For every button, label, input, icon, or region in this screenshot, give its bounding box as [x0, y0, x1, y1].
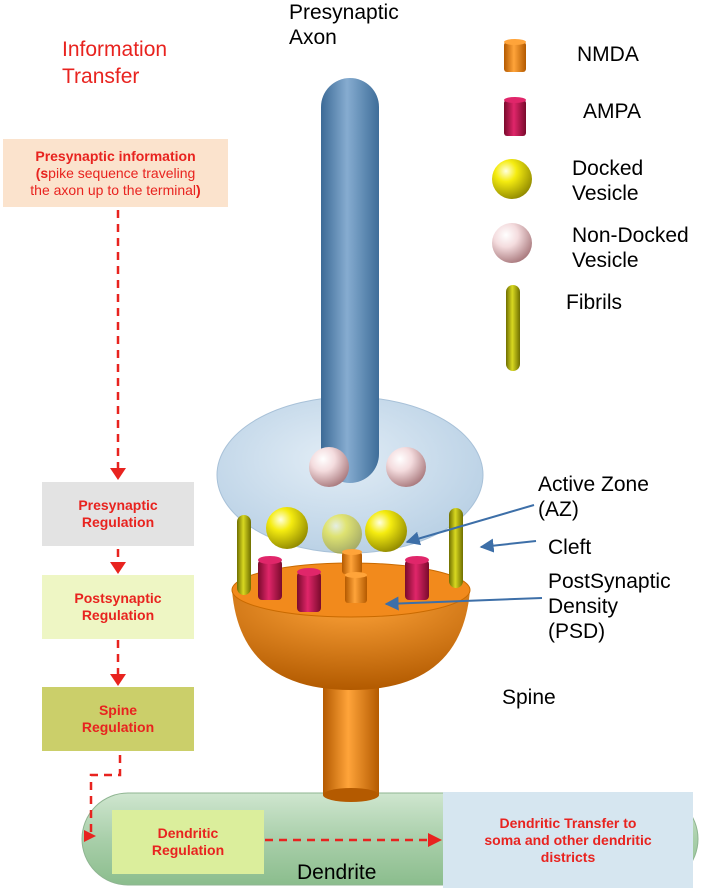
dendrite-label: Dendrite: [297, 861, 377, 884]
docked-vesicle: [322, 514, 362, 554]
docked-vesicle-legend-label: Docked Vesicle: [572, 157, 644, 205]
docked-vesicle: [266, 507, 308, 549]
ampa-receptor: [297, 568, 321, 612]
non-docked-vesicle: [386, 447, 426, 487]
fibril: [449, 508, 463, 588]
nmda-receptor: [345, 572, 367, 603]
presynaptic-axon: [321, 78, 379, 483]
presynaptic-information-line2: (spike sequence traveling: [35, 164, 196, 181]
spine-regulation-box: Spine Regulation: [42, 687, 194, 751]
fibrils-legend-icon: [506, 285, 520, 371]
spine-label: Spine: [502, 686, 556, 709]
cleft-label: Cleft: [548, 536, 592, 559]
presynaptic-information-line1: Presynaptic information: [35, 147, 196, 164]
ampa-legend-icon: [504, 97, 526, 136]
presynaptic-regulation-box: Presynaptic Regulation: [42, 482, 194, 546]
nmda-receptor: [342, 549, 362, 574]
fibril: [237, 515, 251, 595]
nmda-legend-icon: [504, 39, 526, 72]
active-zone-label: Active Zone (AZ): [538, 473, 649, 521]
flow-arrowheads: [84, 468, 442, 847]
presynaptic-axon-label: Presynaptic Axon: [289, 1, 399, 49]
fibrils-legend-label: Fibrils: [566, 291, 622, 314]
cleft-arrow: [479, 538, 537, 553]
non-docked-vesicle-legend-label: Non-Docked Vesicle: [572, 224, 689, 272]
docked-vesicle-legend-icon: [492, 159, 532, 199]
non-docked-vesicle-legend-icon: [492, 223, 532, 263]
presynaptic-information-box: Presynaptic information (spike sequence …: [3, 139, 228, 207]
psd-label: PostSynaptic Density (PSD): [548, 570, 671, 643]
dendritic-regulation-box: Dendritic Regulation: [112, 810, 264, 874]
psd-arrow: [384, 596, 543, 611]
flow-arrows: [89, 210, 428, 842]
nmda-legend-label: NMDA: [577, 43, 639, 66]
dendritic-transfer-box: Dendritic Transfer to soma and other den…: [443, 792, 693, 888]
information-transfer-title: Information Transfer: [62, 38, 168, 88]
ampa-receptor: [405, 556, 429, 600]
presynaptic-information-line3: the axon up to the terminal): [30, 181, 201, 198]
ampa-legend-label: AMPA: [583, 100, 641, 123]
non-docked-vesicle: [309, 447, 349, 487]
docked-vesicle: [365, 510, 407, 552]
ampa-receptor: [258, 556, 282, 600]
active-zone-arrow: [405, 504, 535, 546]
postsynaptic-regulation-box: Postsynaptic Regulation: [42, 575, 194, 639]
